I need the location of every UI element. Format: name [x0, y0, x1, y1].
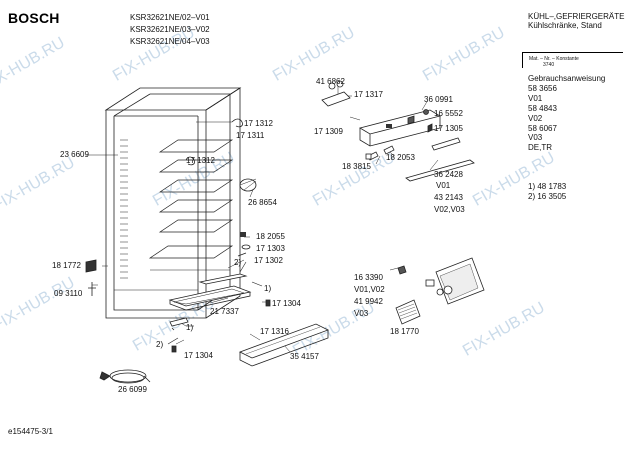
footnote: 1) 48 1783	[528, 182, 567, 191]
part-label: 16 5552	[434, 109, 463, 118]
part-label: 18 1772	[52, 261, 81, 270]
variant-label: V01	[436, 181, 451, 190]
part-label: 09 3110	[54, 289, 83, 298]
footnotes: 1) 48 1783 2) 16 3505	[528, 182, 566, 201]
variant-label: V03	[354, 309, 369, 318]
part-label: 17 1304	[272, 299, 301, 308]
side-info-line: V03	[528, 133, 543, 143]
part-label: 17 1312	[186, 156, 215, 165]
part-label: 26 6099	[118, 385, 147, 394]
side-info: Gebrauchsanweisung 58 3656 V01 58 4843 V…	[528, 74, 605, 153]
category-line: Kühlschränke, Stand	[528, 21, 602, 30]
part-label: 17 1316	[260, 327, 289, 336]
part-label: 41 6862	[316, 77, 345, 86]
side-info-line: 58 3656	[528, 83, 557, 93]
part-label: 35 4157	[290, 352, 319, 361]
brand-logo: BOSCH	[8, 10, 60, 26]
model-number: KSR32621NE/03–V02	[130, 25, 210, 34]
part-label: 41 9942	[354, 297, 383, 306]
material-box: Mat. – Nr. – Konstante 3740	[522, 52, 623, 68]
door-handle	[238, 323, 330, 367]
evaporator	[395, 299, 421, 325]
variant-label: V02,V03	[434, 205, 465, 214]
side-info-line: V01	[528, 93, 543, 103]
part-label: 23 6609	[60, 150, 89, 159]
note-marker: 2)	[234, 258, 242, 267]
note-marker: 1)	[264, 284, 272, 293]
part-label: 36 0991	[424, 95, 453, 104]
footnote: 2) 16 3505	[528, 191, 567, 201]
part-label: 17 1305	[434, 124, 463, 133]
model-number: KSR32621NE/04–V03	[130, 37, 210, 46]
part-label: 17 1312	[244, 119, 273, 128]
note-marker: 2)	[156, 340, 164, 349]
part-label: 21 7337	[210, 307, 239, 316]
drawing-id: e154475-3/1	[8, 427, 53, 436]
part-label: 17 1304	[184, 351, 213, 360]
note-marker: 1)	[186, 323, 194, 332]
side-info-line: Gebrauchsanweisung	[528, 74, 606, 83]
part-label: 17 1302	[254, 256, 283, 265]
fridge-cabinet	[104, 87, 242, 319]
model-number: KSR32621NE/02–V01	[130, 13, 210, 22]
category-line: KÜHL–,GEFRIERGERÄTE	[528, 12, 625, 21]
part-label: 16 3390	[354, 273, 383, 282]
fan-assembly	[425, 257, 485, 305]
control-panel	[358, 109, 442, 147]
side-info-line: V02	[528, 113, 543, 123]
part-label: 17 1317	[354, 90, 383, 99]
part-label: 18 2053	[386, 153, 415, 162]
material-label: Mat. – Nr. – Konstante	[529, 56, 579, 62]
thermostat-knob	[321, 80, 351, 107]
part-label: 18 3815	[342, 162, 371, 171]
part-label: 17 1303	[256, 244, 285, 253]
side-info-line: 58 4843	[528, 103, 557, 113]
side-info-line: 58 6067	[528, 123, 557, 133]
category: KÜHL–,GEFRIERGERÄTE Kühlschränke, Stand	[528, 12, 624, 30]
fan-unit	[239, 178, 257, 192]
part-label: 26 8654	[248, 198, 277, 207]
part-label: 36 2428	[434, 170, 463, 179]
variant-label: V01,V02	[354, 285, 385, 294]
part-label: 18 2055	[256, 232, 285, 241]
part-label: 43 2143	[434, 193, 463, 202]
part-label: 18 1770	[390, 327, 419, 336]
part-label: 17 1309	[314, 127, 343, 136]
material-constant: 3740	[543, 62, 555, 68]
power-cord	[99, 369, 151, 384]
part-label: 17 1311	[236, 131, 265, 140]
side-info-line: DE,TR	[528, 143, 552, 153]
model-list: KSR32621NE/02–V01 KSR32621NE/03–V02 KSR3…	[130, 12, 210, 48]
freezer-flap	[168, 273, 252, 311]
